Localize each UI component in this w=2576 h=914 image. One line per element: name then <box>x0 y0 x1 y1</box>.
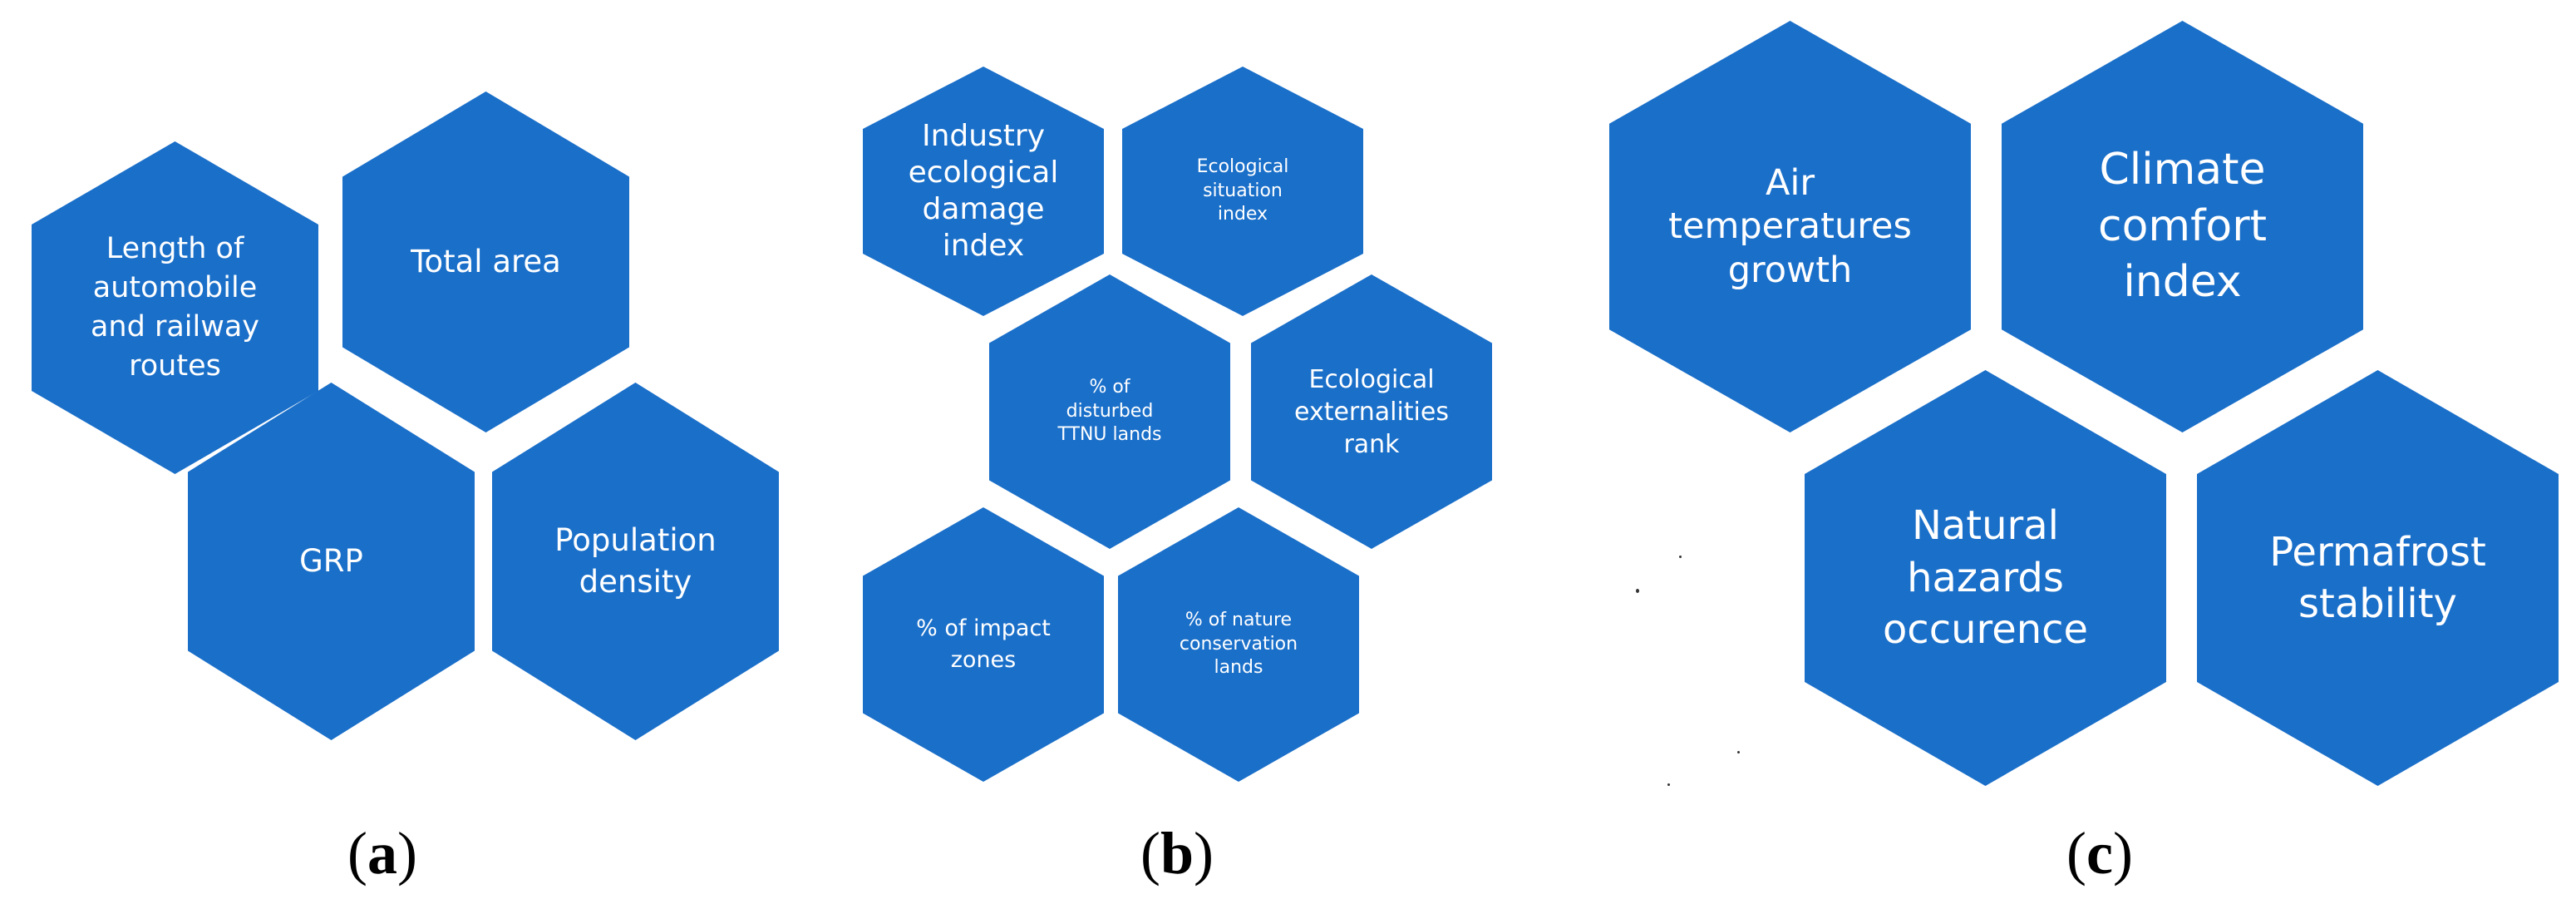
hex-ecological-externalities-rank: Ecological externalities rank <box>1251 274 1492 549</box>
hex-label: % of disturbed TTNU lands <box>1057 377 1162 446</box>
panel-label-c: (c) <box>2066 820 2133 887</box>
stray-dot <box>1679 556 1682 558</box>
hex-nature-conservation-lands: % of nature conservation lands <box>1118 507 1359 782</box>
hex-label: Population density <box>554 522 717 600</box>
hex-label: Air temperatures growth <box>1668 161 1912 291</box>
hex-disturbed-ttnu-lands: % of disturbed TTNU lands <box>989 274 1230 549</box>
panel-label-b: (b) <box>1140 820 1214 887</box>
hex-label: % of nature conservation lands <box>1179 610 1298 679</box>
hex-label: Climate comfort index <box>2098 145 2267 308</box>
hex-grp: GRP <box>188 383 475 740</box>
hex-impact-zones: % of impact zones <box>863 507 1104 782</box>
stray-dot <box>1667 783 1670 786</box>
hex-label: Ecological externalities rank <box>1294 364 1449 459</box>
hex-label: GRP <box>299 543 363 580</box>
hex-label: Total area <box>411 244 561 280</box>
hex-label: Length of automobile and railway routes <box>90 231 260 383</box>
stray-dot <box>1636 589 1639 593</box>
hex-industry-ecological-damage: Industry ecological damage index <box>863 67 1104 316</box>
hex-label: Ecological situation index <box>1196 156 1289 225</box>
panel-label-a: (a) <box>347 820 417 887</box>
hex-label: Industry ecological damage index <box>908 119 1059 263</box>
hex-label: Natural hazards occurence <box>1882 502 2089 654</box>
stray-dot <box>1737 751 1740 753</box>
hex-air-temperatures-growth: Air temperatures growth <box>1609 21 1971 432</box>
hex-total-area: Total area <box>342 91 629 432</box>
hex-climate-comfort-index: Climate comfort index <box>2002 21 2363 432</box>
hex-population-density: Population density <box>492 383 779 740</box>
hex-natural-hazards-occurence: Natural hazards occurence <box>1805 370 2166 786</box>
hex-ecological-situation-index: Ecological situation index <box>1122 67 1363 316</box>
hex-label: % of impact zones <box>916 615 1051 673</box>
hex-label: Permafrost stability <box>2269 528 2486 627</box>
hex-permafrost-stability: Permafrost stability <box>2197 370 2559 786</box>
